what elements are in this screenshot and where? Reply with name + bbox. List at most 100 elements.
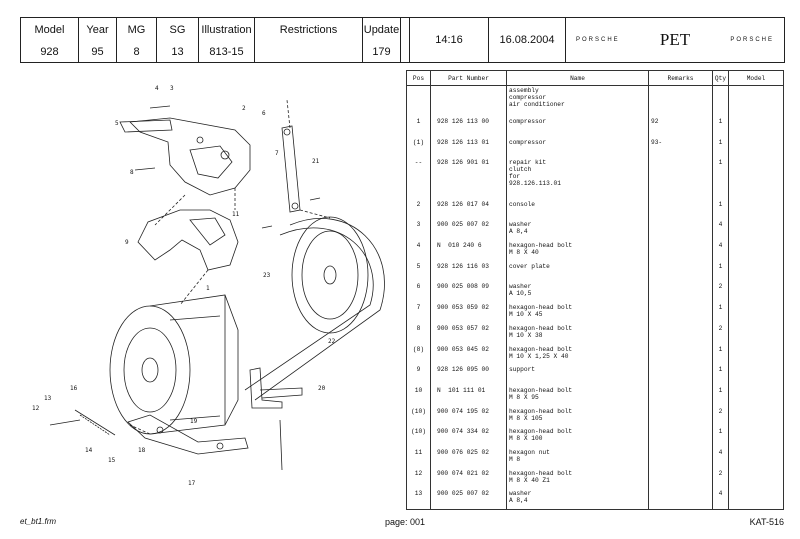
cell-remarks: [649, 446, 713, 468]
mg-value: 8: [133, 46, 140, 58]
cell-part-number: 928 126 113 00: [431, 116, 507, 137]
cell-name: washer A 8,4: [507, 488, 649, 509]
cell-qty: 2: [713, 281, 729, 303]
cell-model: [729, 447, 783, 468]
cell-qty: 1: [713, 260, 729, 282]
cell-remarks: [649, 85, 713, 117]
cell-qty: 1: [713, 426, 729, 447]
cell-pos: 13: [407, 488, 431, 509]
restrictions-cell: Restrictions: [255, 18, 363, 62]
cell-name: compressor: [507, 136, 649, 158]
update-value: 179: [372, 46, 391, 58]
cell-pos: 3: [407, 219, 431, 241]
update-cell: Update 179: [363, 18, 401, 62]
table-row[interactable]: assembly compressor air conditioner: [407, 85, 783, 117]
drive-belt-inner: [244, 227, 374, 391]
footer-page: page: 001: [385, 517, 426, 527]
cell-remarks: 93-: [649, 136, 713, 158]
cell-part-number: 900 053 059 02: [431, 302, 507, 323]
cell-part-number: 900 053 057 02: [431, 322, 507, 344]
cell-qty: 1: [713, 302, 729, 323]
cell-pos: 1: [407, 116, 431, 137]
col-name: Name: [507, 71, 649, 85]
time-cell: 14:16: [410, 18, 489, 62]
callout-12: 12: [32, 405, 40, 412]
cell-model: [729, 344, 783, 365]
callout-3: 3: [170, 85, 174, 92]
cell-remarks: [649, 405, 713, 427]
cell-qty: 4: [713, 446, 729, 468]
cell-qty: 2: [713, 405, 729, 427]
brand-right: PORSCHE: [730, 37, 774, 43]
support-strap: [281, 125, 301, 213]
cell-model: [729, 261, 783, 282]
cell-qty: 1: [713, 343, 729, 365]
cell-qty: 4: [713, 219, 729, 241]
cell-model: [729, 364, 783, 385]
callout-11: 11: [232, 211, 240, 218]
compressor-body: [109, 294, 239, 435]
cell-remarks: [649, 260, 713, 282]
cell-name: hexagon-head bolt M 8 X 95: [507, 384, 649, 406]
callout-2: 2: [242, 105, 246, 112]
mg-label: MG: [127, 24, 146, 36]
col-model: Model: [746, 74, 766, 82]
year-value: 95: [91, 46, 104, 58]
cell-remarks: [649, 281, 713, 303]
cell-remarks: [649, 219, 713, 241]
cell-qty: 4: [713, 240, 729, 261]
callout-6: 6: [262, 110, 266, 117]
cell-part-number: N 010 240 6: [431, 240, 507, 261]
cell-model: [729, 116, 783, 137]
header-bar: Model 928 Year 95 MG 8 SG 13 Illustratio…: [20, 17, 785, 63]
cell-name: repair kit clutch for 928.126.113.01: [507, 157, 649, 199]
header-spacer: [401, 18, 410, 62]
assembly-leader-lines: [129, 99, 331, 435]
date-value: 16.08.2004: [499, 34, 555, 46]
update-label: Update: [363, 24, 400, 36]
cell-qty: 2: [713, 467, 729, 489]
pulley: [291, 216, 369, 334]
cell-qty: 1: [713, 384, 729, 406]
cell-pos: 12: [407, 467, 431, 489]
table-header: Pos Part Number Name Remarks Qty Model: [407, 71, 783, 86]
drive-belt: [254, 218, 385, 401]
footer-file: et_bt1.frm: [20, 517, 57, 526]
cell-pos: 9: [407, 364, 431, 385]
cell-name: hexagon-head bolt M 8 X 40 Z1: [507, 467, 649, 489]
app-title: PET: [659, 30, 691, 49]
cell-part-number: 928 126 095 00: [431, 364, 507, 385]
callout-13: 13: [44, 395, 52, 402]
sg-cell: SG 13: [157, 18, 199, 62]
sg-value: 13: [171, 46, 184, 58]
callout-8: 8: [130, 169, 134, 176]
cell-model: [729, 281, 783, 302]
callout-numbers: 1 2 3 4 5 6 7 8 9 11 12 13 14 15 16 17 1…: [32, 85, 336, 487]
cell-model: [729, 199, 783, 220]
year-cell: Year 95: [79, 18, 117, 62]
cell-pos: (10): [407, 405, 431, 427]
cell-pos: (8): [407, 343, 431, 365]
callout-5: 5: [115, 120, 119, 127]
callout-18: 18: [138, 447, 146, 454]
cell-name: hexagon-head bolt M 8 X 100: [507, 426, 649, 447]
